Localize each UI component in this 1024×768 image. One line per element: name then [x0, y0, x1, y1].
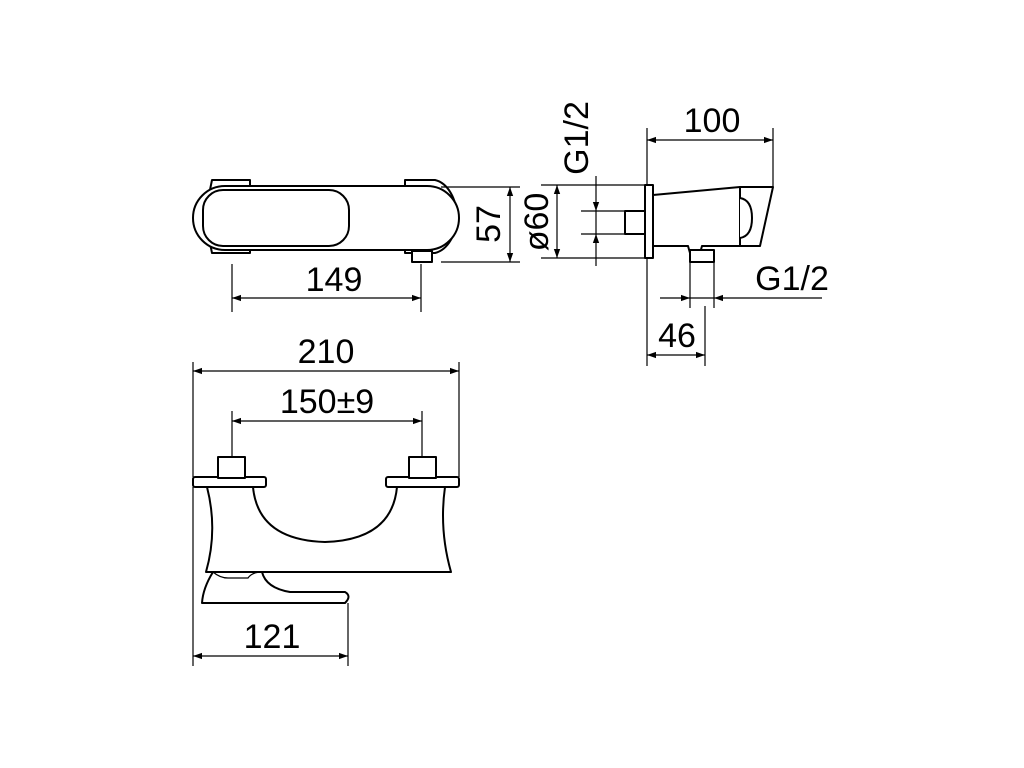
dim-label-150: 150±9 — [280, 383, 374, 421]
top-view: 149 57 — [192, 179, 520, 312]
front-view-left-connector — [217, 456, 246, 479]
front-view-right-connector — [408, 456, 437, 479]
dim-label-g12-outlet: G1/2 — [755, 260, 829, 298]
side-view-rosette — [644, 184, 654, 259]
dim-label-210: 210 — [298, 333, 355, 371]
dim-label-57: 57 — [470, 205, 508, 243]
side-view-knob-face — [739, 197, 753, 239]
front-view: 210 150±9 121 — [192, 333, 460, 666]
top-view-handle — [202, 189, 350, 247]
front-view-spout — [201, 571, 350, 604]
side-view-body — [652, 186, 741, 254]
dim-label-100: 100 — [684, 102, 741, 140]
dim-label-149: 149 — [306, 261, 363, 299]
side-view-inlet — [624, 210, 646, 235]
dim-label-g12-inlet: G1/2 — [558, 101, 596, 175]
top-view-outlet — [411, 250, 433, 263]
dim-label-46: 46 — [658, 317, 696, 355]
dim-label-60: ø60 — [518, 193, 556, 252]
side-view-outlet — [689, 249, 715, 263]
dim-label-121: 121 — [244, 618, 301, 656]
side-view: ø60 G1/2 100 G1/2 46 — [518, 101, 829, 366]
front-view-body — [205, 486, 452, 573]
